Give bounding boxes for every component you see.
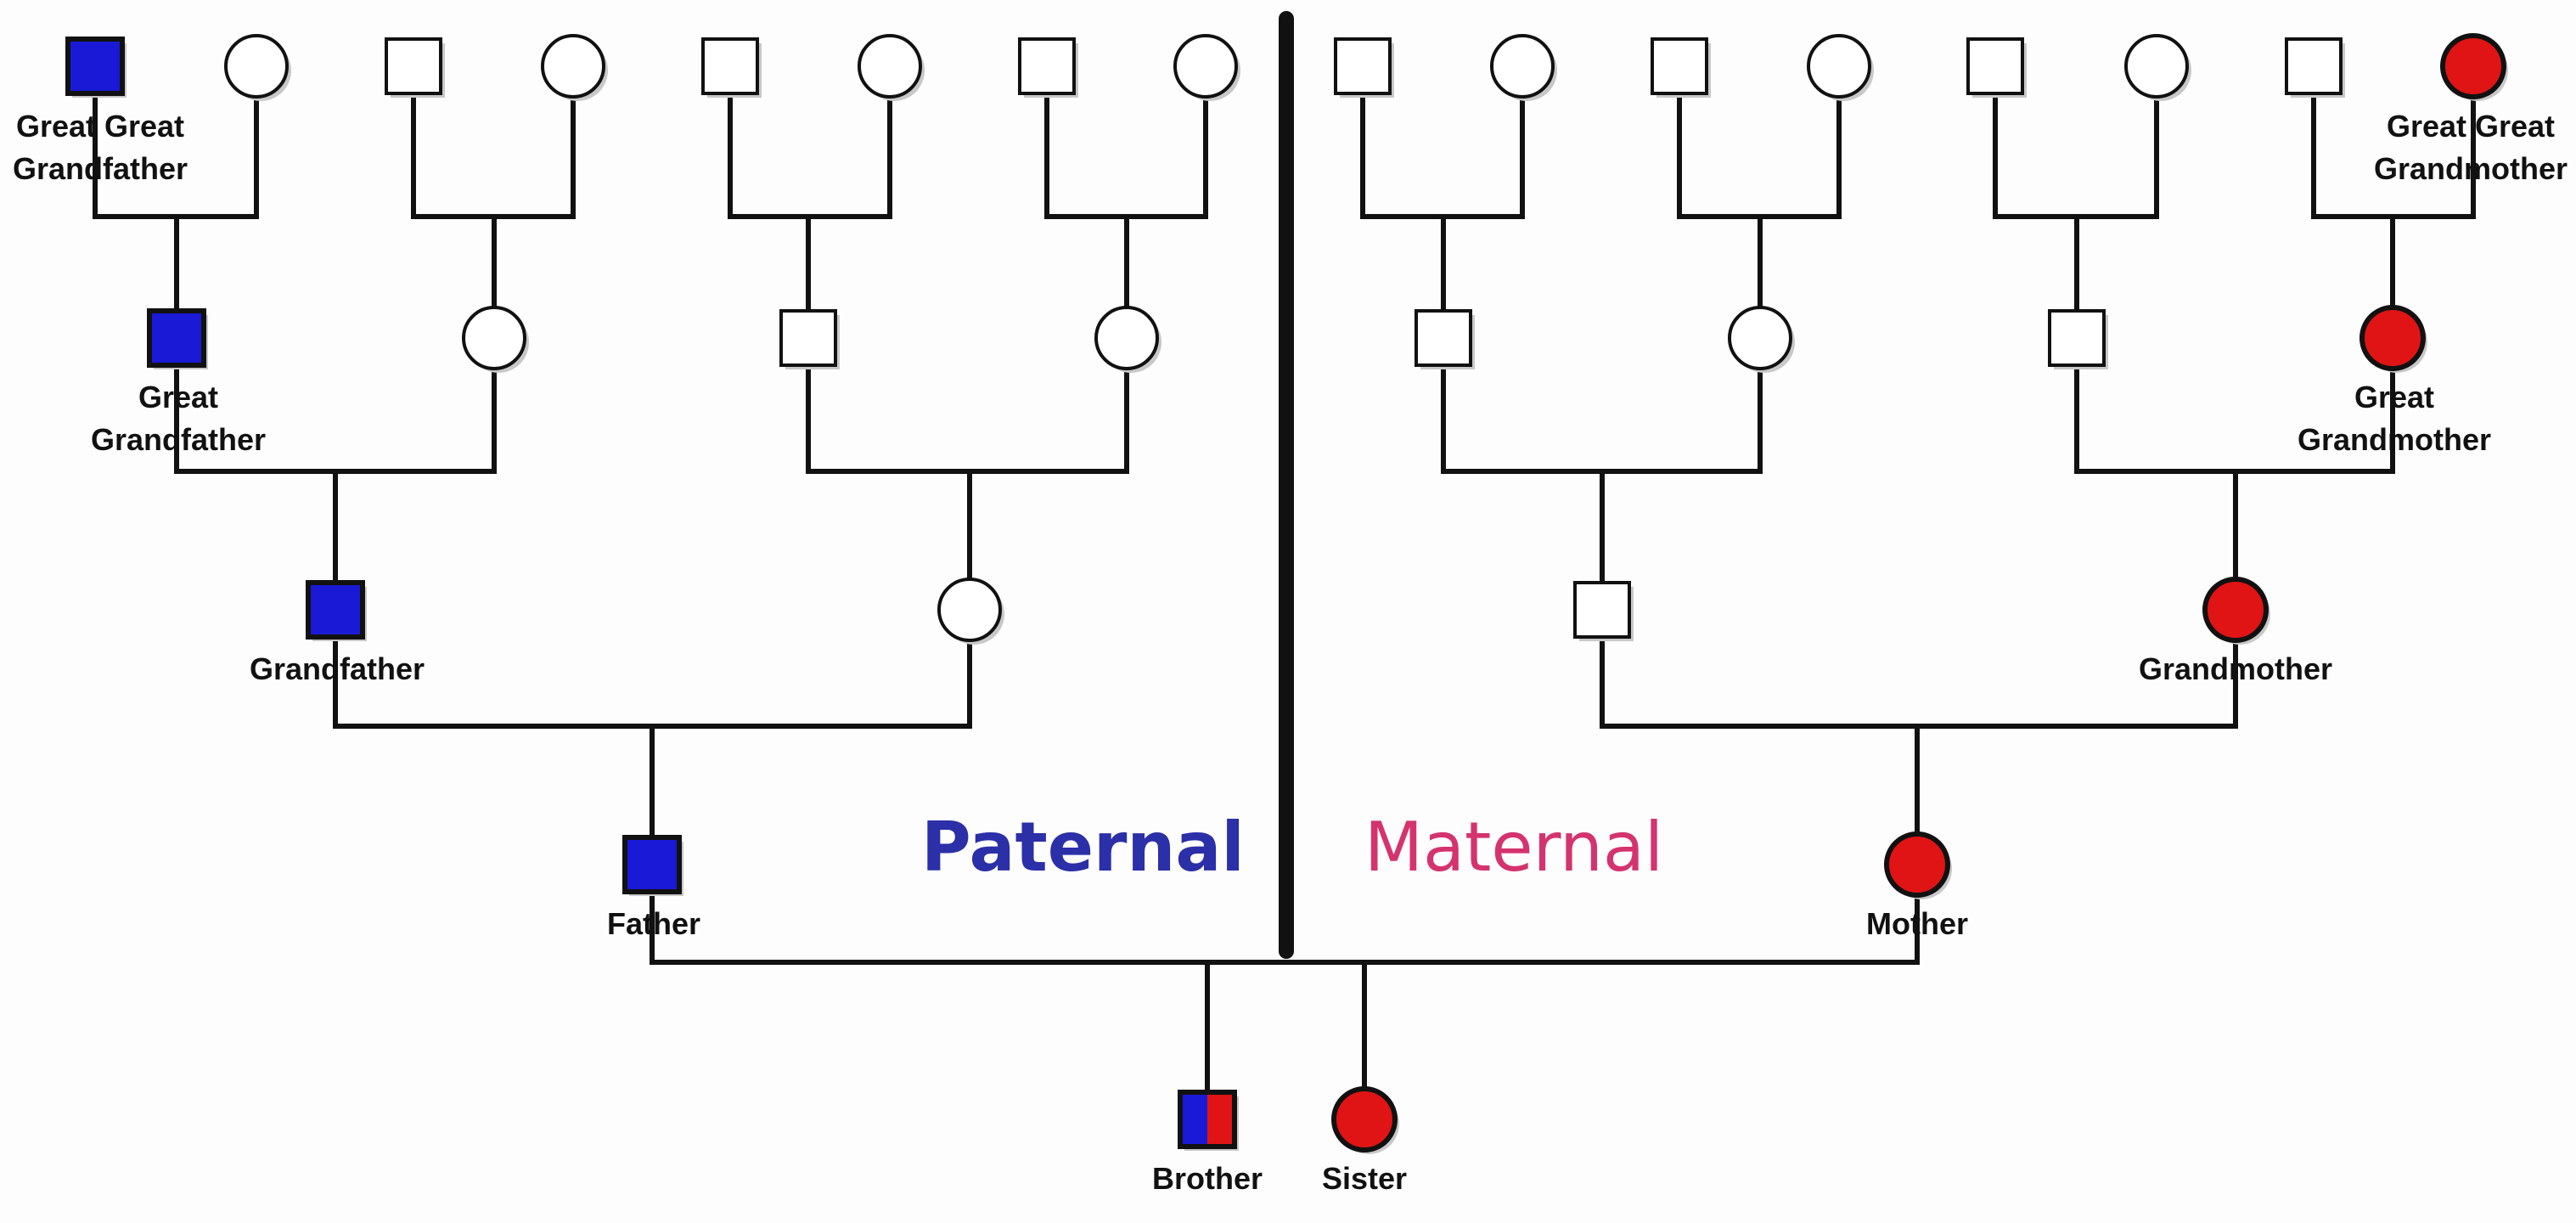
symbol-gp4 (2202, 577, 2269, 643)
female-circle-gg2 (224, 34, 291, 101)
female-circle-mother (1884, 831, 1952, 899)
paternal-heading: Paternal (921, 808, 1245, 887)
male-square-gg11 (1651, 37, 1711, 98)
label-great-grandfather: Great Grandfather (90, 380, 267, 457)
symbol-gg6 (858, 34, 922, 99)
label-brother: Brother (1151, 1161, 1263, 1196)
symbol-gp1 (306, 580, 365, 640)
symbol-gg10 (1490, 34, 1555, 99)
label-mother: Mother (1866, 906, 1968, 941)
female-circle-gg16 (2440, 33, 2508, 101)
female-circle-gg10 (1490, 34, 1557, 101)
symbol-father (622, 835, 682, 894)
symbol-gg11 (1651, 37, 1708, 95)
label-great-great-grandmother: Great Great Grandmother (2373, 109, 2568, 186)
symbol-sister (1331, 1086, 1398, 1153)
symbol-gg13 (1966, 37, 2024, 95)
symbol-g2 (462, 306, 526, 370)
male-square-g5 (1415, 309, 1475, 369)
male-square-g3 (779, 309, 840, 369)
male-square-gp3 (1573, 581, 1634, 641)
female-circle-g6 (1728, 306, 1795, 373)
female-circle-g4 (1094, 306, 1161, 373)
male-square-gg5 (701, 37, 762, 98)
female-circle-gg12 (1807, 34, 1874, 101)
female-circle-g2 (462, 306, 529, 373)
male-square-father (622, 835, 683, 896)
symbol-gg7 (1018, 37, 1076, 95)
male-square-gg15 (2285, 37, 2345, 98)
symbol-gg15 (2285, 37, 2343, 95)
symbol-g3 (779, 309, 837, 367)
female-circle-gg14 (2124, 34, 2191, 101)
symbol-gg16 (2440, 33, 2506, 99)
symbol-g7 (2048, 309, 2106, 367)
female-circle-sister (1331, 1086, 1399, 1154)
female-circle-gp2 (937, 578, 1004, 645)
female-circle-gg8 (1173, 34, 1240, 101)
symbol-gg14 (2124, 34, 2189, 99)
symbol-gg4 (541, 34, 605, 99)
symbol-gp3 (1573, 581, 1631, 639)
male-square-g7 (2048, 309, 2108, 369)
male-square-gg9 (1334, 37, 1394, 98)
symbol-gg12 (1807, 34, 1871, 99)
male-square-brother (1178, 1090, 1239, 1151)
symbol-gg5 (701, 37, 759, 95)
female-circle-gg4 (541, 34, 608, 101)
male-square-gg1 (65, 37, 127, 98)
symbol-g4 (1094, 306, 1159, 370)
symbol-gp2 (937, 578, 1002, 642)
male-square-gg3 (385, 37, 445, 98)
symbol-mother (1884, 831, 1950, 898)
symbol-gg9 (1334, 37, 1392, 95)
symbol-gg3 (385, 37, 442, 95)
brother-frame (1178, 1090, 1237, 1149)
symbol-g1 (147, 308, 206, 368)
female-circle-gg6 (858, 34, 925, 101)
male-square-gg7 (1018, 37, 1078, 98)
symbol-gg2 (224, 34, 289, 99)
brother-left-half (1180, 1092, 1207, 1147)
symbol-g5 (1415, 309, 1472, 367)
label-father: Father (606, 906, 701, 941)
symbol-g8 (2359, 305, 2426, 371)
symbol-gg8 (1173, 34, 1238, 99)
label-grandmother: Grandmother (2138, 651, 2333, 686)
male-square-gp1 (306, 580, 367, 641)
brother-right-half (1207, 1092, 1235, 1147)
label-sister: Sister (1321, 1161, 1408, 1196)
female-circle-gp4 (2202, 577, 2270, 645)
female-circle-g8 (2359, 305, 2427, 373)
label-great-great-grandfather: Great Great Grandfather (12, 109, 188, 186)
male-square-g1 (147, 308, 208, 369)
symbol-gg1 (65, 37, 125, 96)
label-grandfather: Grandfather (249, 651, 425, 686)
label-great-grandmother: Great Grandmother (2297, 380, 2492, 457)
male-square-gg13 (1966, 37, 2027, 98)
symbol-g6 (1728, 306, 1792, 370)
maternal-heading: Maternal (1364, 808, 1664, 887)
